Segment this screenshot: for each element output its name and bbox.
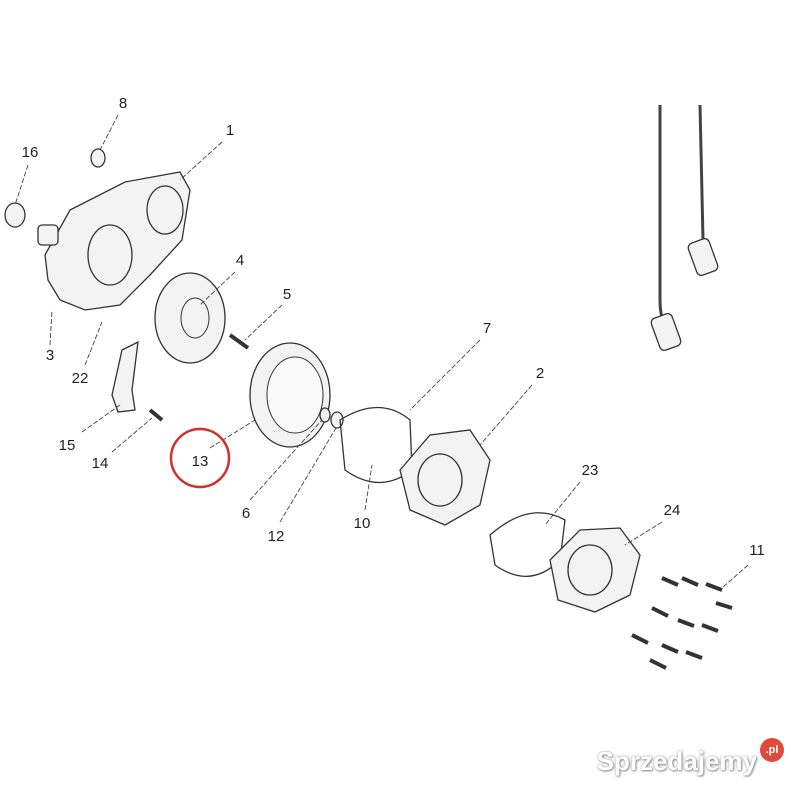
watermark-badge: .pl — [760, 738, 784, 762]
bolt-14 — [148, 408, 164, 422]
callout-16: 16 — [22, 144, 39, 161]
callout-1: 1 — [226, 122, 234, 139]
bolt-5 — [228, 333, 250, 350]
stator-cover — [399, 429, 491, 526]
callout-10: 10 — [354, 515, 371, 532]
crankcase-cover — [37, 171, 191, 311]
leader-line-16 — [14, 164, 29, 206]
callout-4: 4 — [236, 252, 244, 269]
leader-line-7 — [409, 339, 481, 411]
callout-12: 12 — [268, 528, 285, 545]
callout-5: 5 — [283, 286, 291, 303]
callout-8: 8 — [119, 95, 127, 112]
callout-24: 24 — [664, 502, 681, 519]
gasket-23 — [489, 512, 566, 578]
callout-3: 3 — [46, 347, 54, 364]
leader-line-6 — [249, 419, 323, 501]
leader-line-11 — [721, 564, 749, 589]
watermark: Sprzedajemy .pl — [597, 738, 784, 776]
callout-13: 13 — [192, 453, 209, 470]
spark-plug-cables — [650, 104, 719, 351]
seal-16 — [4, 202, 26, 228]
leader-line-14 — [111, 417, 153, 453]
leader-line-13 — [209, 419, 256, 449]
flywheel — [249, 342, 331, 448]
callout-6: 6 — [242, 505, 250, 522]
watermark-text: Sprzedajemy — [596, 746, 757, 776]
bolts-11 — [631, 576, 733, 670]
callout-14: 14 — [92, 455, 109, 472]
callout-7: 7 — [483, 320, 491, 337]
leader-line-23 — [544, 481, 581, 526]
leader-line-24 — [624, 521, 663, 546]
callout-2: 2 — [536, 365, 544, 382]
stator — [154, 272, 226, 364]
leader-line-2 — [479, 384, 533, 446]
leader-line-1 — [179, 141, 223, 181]
leader-line-4 — [199, 271, 236, 306]
washer-6 — [319, 407, 331, 423]
leader-line-5 — [244, 304, 283, 341]
bearing-8 — [90, 148, 106, 168]
leader-line-3 — [49, 309, 53, 346]
leader-line-8 — [99, 114, 119, 151]
callout-22: 22 — [72, 370, 89, 387]
leader-line-10 — [364, 464, 373, 511]
bracket-15 — [111, 340, 139, 413]
leader-line-12 — [279, 427, 337, 523]
leader-line-22 — [84, 321, 103, 366]
outer-cover — [549, 527, 641, 613]
highlight-circle — [169, 427, 231, 489]
callout-11: 11 — [749, 542, 765, 559]
callout-15: 15 — [59, 437, 76, 454]
callout-23: 23 — [582, 462, 599, 479]
leader-line-15 — [81, 404, 121, 433]
